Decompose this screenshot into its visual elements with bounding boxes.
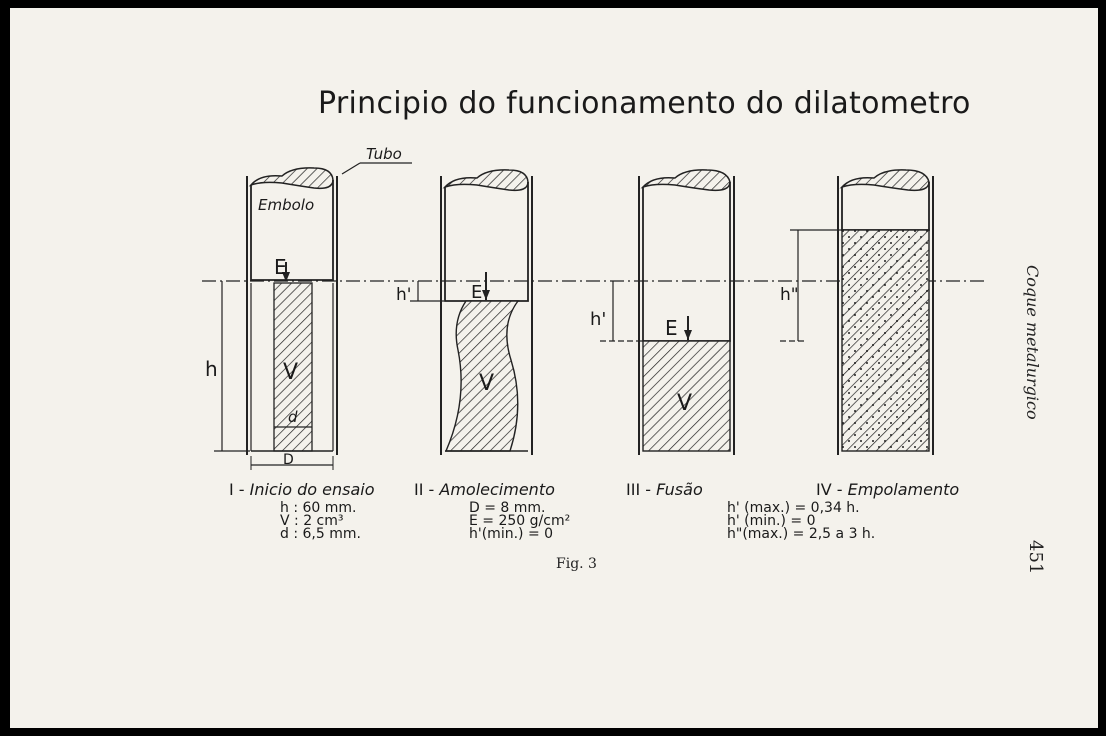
stage-1-caption: I - Inicio do ensaio (229, 480, 375, 499)
stage-1-spec-v: V : 2 cm³ (280, 513, 344, 529)
tubo-label: Tubo (366, 145, 402, 163)
stage-4-drawing (780, 169, 934, 455)
stage-3-v-label: V (677, 391, 692, 416)
stage-2-spec-d: D = 8 mm. (469, 500, 546, 516)
figure-label: Fig. 3 (556, 556, 597, 572)
stage-2-spec-e: E = 250 g/cm² (469, 513, 571, 529)
stage-1-e-label: E (274, 255, 287, 279)
stage-4-caption: IV - Empolamento (816, 480, 960, 499)
stage-4-spec-h2max: h"(max.) = 2,5 a 3 h. (727, 526, 876, 542)
stage-4-specs: h' (max.) = 0,34 h. h' (min.) = 0 h"(max… (727, 500, 876, 542)
stage-2-name: Amolecimento (439, 480, 555, 499)
stage-4-numeral: IV (816, 480, 832, 499)
stage-2-h1-label: h' (396, 285, 411, 305)
page-number: 451 (1025, 540, 1046, 575)
stage-2-caption: II - Amolecimento (414, 480, 555, 499)
stage-1-d-label: d (288, 408, 298, 426)
stage-3-drawing (600, 169, 735, 455)
stage-3-caption: III - Fusão (626, 480, 703, 499)
stage-1-spec-d: d : 6,5 mm. (280, 526, 361, 542)
stage-4-spec-hmin: h' (min.) = 0 (727, 513, 816, 529)
stage-1-name: Inicio do ensaio (249, 480, 375, 499)
stage-1-numeral: I (229, 480, 234, 499)
stage-2-drawing (410, 169, 533, 455)
stage-1-h-label: h (205, 357, 218, 381)
stage-1-specs: h : 60 mm. V : 2 cm³ d : 6,5 mm. (280, 500, 361, 542)
stage-2-specs: D = 8 mm. E = 250 g/cm² h'(min.) = 0 (469, 500, 571, 542)
stage-2-v-label: V (479, 371, 494, 396)
stage-1-big-d-label: D (283, 452, 294, 468)
stage-3-h1-label: h' (590, 309, 606, 330)
stage-3-e-label: E (665, 316, 678, 340)
side-running-title: Coque metalurgico (1023, 265, 1042, 420)
stage-4-spec-hmax: h' (max.) = 0,34 h. (727, 500, 860, 516)
stage-1-v-label: V (283, 360, 298, 385)
stage-1-drawing (214, 162, 412, 470)
stage-2-spec-hmin: h'(min.) = 0 (469, 526, 554, 542)
diagram-title: Principio do funcionamento do dilatometr… (318, 86, 971, 121)
stage-2-numeral: II (414, 480, 424, 499)
stage-4-name: Empolamento (847, 480, 960, 499)
stage-4-h2-label: h" (780, 285, 799, 305)
stage-3-name: Fusão (656, 480, 703, 499)
stage-2-e-label: E (471, 282, 482, 303)
embolo-label: Embolo (258, 196, 314, 214)
stage-1-spec-h: h : 60 mm. (280, 500, 357, 516)
stage-3-numeral: III (626, 480, 641, 499)
